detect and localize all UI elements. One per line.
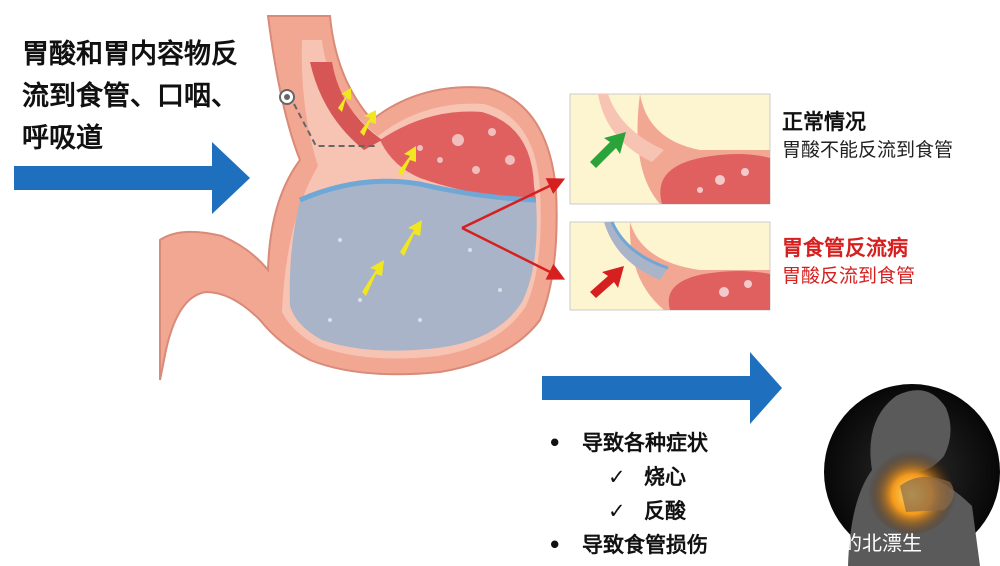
- heartburn-figure: [824, 384, 1000, 566]
- big-arrow-left: [14, 142, 250, 214]
- list-sub-item-label: 反酸: [644, 499, 686, 523]
- normal-title: 正常情况: [782, 110, 866, 134]
- check-icon: ✓: [608, 465, 626, 489]
- list-sub-item-label: 烧心: [644, 465, 686, 489]
- list-item: • 导致食管损伤: [548, 528, 848, 562]
- headline-line-1: 胃酸和胃内容物反: [22, 39, 238, 70]
- check-icon: ✓: [608, 499, 626, 523]
- gerd-caption: 胃食管反流病 胃酸反流到食管: [782, 234, 915, 290]
- normal-caption: 正常情况 胃酸不能反流到食管: [782, 108, 953, 164]
- bullet-icon: •: [548, 533, 562, 557]
- headline: 胃酸和胃内容物反 流到食管、口咽、 呼吸道: [22, 34, 292, 160]
- inset-gerd: [569, 221, 771, 311]
- list-item-label: 导致食管损伤: [582, 533, 708, 557]
- consequence-list: • 导致各种症状 ✓ 烧心 ✓ 反酸 • 导致食管损伤: [548, 426, 848, 562]
- list-item: ✓ 烧心: [548, 460, 848, 494]
- headline-line-2: 流到食管、口咽、: [22, 81, 238, 112]
- pointer-to-gerd: [461, 226, 566, 280]
- headline-line-3: 呼吸道: [22, 123, 103, 154]
- watermark: 的北漂生: [842, 531, 922, 555]
- list-item: ✓ 反酸: [548, 494, 848, 528]
- list-item-label: 导致各种症状: [582, 431, 708, 455]
- list-item: • 导致各种症状: [548, 426, 848, 460]
- gerd-desc: 胃酸反流到食管: [782, 265, 916, 287]
- inset-normal: [569, 93, 771, 205]
- pointer-to-normal: [461, 178, 566, 230]
- normal-desc: 胃酸不能反流到食管: [782, 139, 954, 161]
- stomach-illustration: [159, 15, 558, 381]
- gerd-title: 胃食管反流病: [782, 236, 908, 260]
- big-arrow-lower: [542, 352, 782, 424]
- bullet-icon: •: [548, 431, 562, 455]
